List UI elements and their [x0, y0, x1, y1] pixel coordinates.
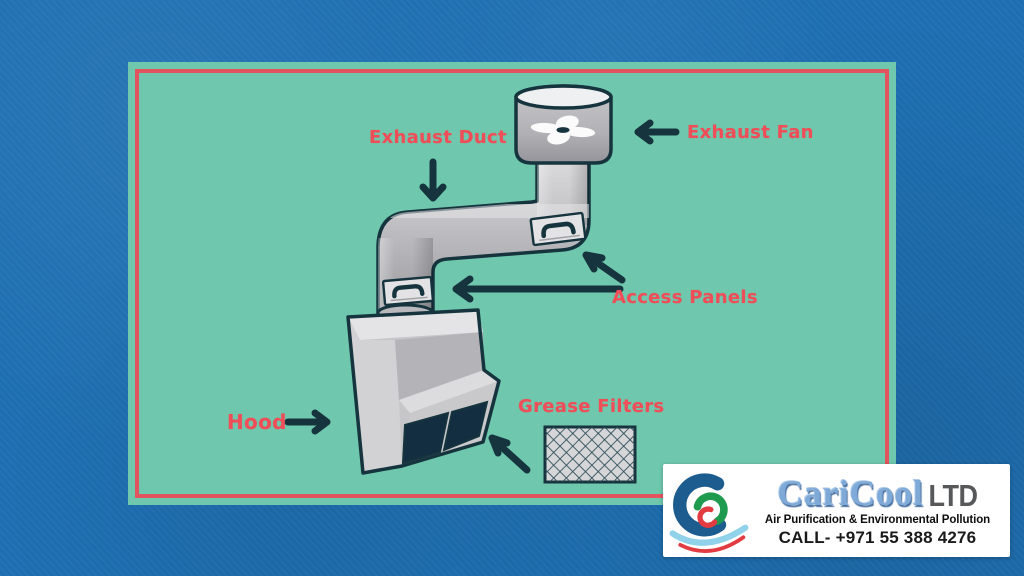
hood-filter-panels	[401, 400, 489, 465]
exhaust-fan	[514, 84, 613, 165]
hood	[346, 308, 501, 475]
access-panels-arrow-horizontal	[452, 275, 624, 303]
exhaust-duct-arrow	[419, 158, 447, 202]
grease-filter-swatch	[543, 425, 637, 484]
access-panel-lower	[381, 275, 435, 307]
access-panels-arrow-diagonal	[582, 251, 626, 284]
grease-filters-label: Grease Filters	[518, 396, 665, 417]
fan-blades-icon	[530, 115, 596, 145]
exhaust-duct-label: Exhaust Duct	[369, 127, 507, 148]
hood-arrow	[284, 409, 331, 435]
grease-filters-arrow	[488, 434, 531, 474]
company-phone: CALL- +971 55 388 4276	[778, 527, 977, 547]
company-tagline: Air Purification & Environmental Polluti…	[764, 514, 991, 527]
access-panel-upper	[529, 211, 587, 247]
company-name: CariCool	[777, 472, 924, 513]
diagram-panel	[128, 62, 896, 505]
access-panels-label: Access Panels	[612, 287, 758, 308]
company-logo-box: CariCool LTD Air Purification & Environm…	[663, 464, 1010, 557]
exhaust-fan-label: Exhaust Fan	[687, 122, 814, 143]
company-suffix: LTD	[928, 478, 978, 513]
exhaust-fan-arrow	[634, 119, 680, 145]
caricool-logo-icon	[669, 472, 749, 553]
hood-label: Hood	[227, 410, 287, 434]
panel-red-border	[135, 69, 889, 498]
